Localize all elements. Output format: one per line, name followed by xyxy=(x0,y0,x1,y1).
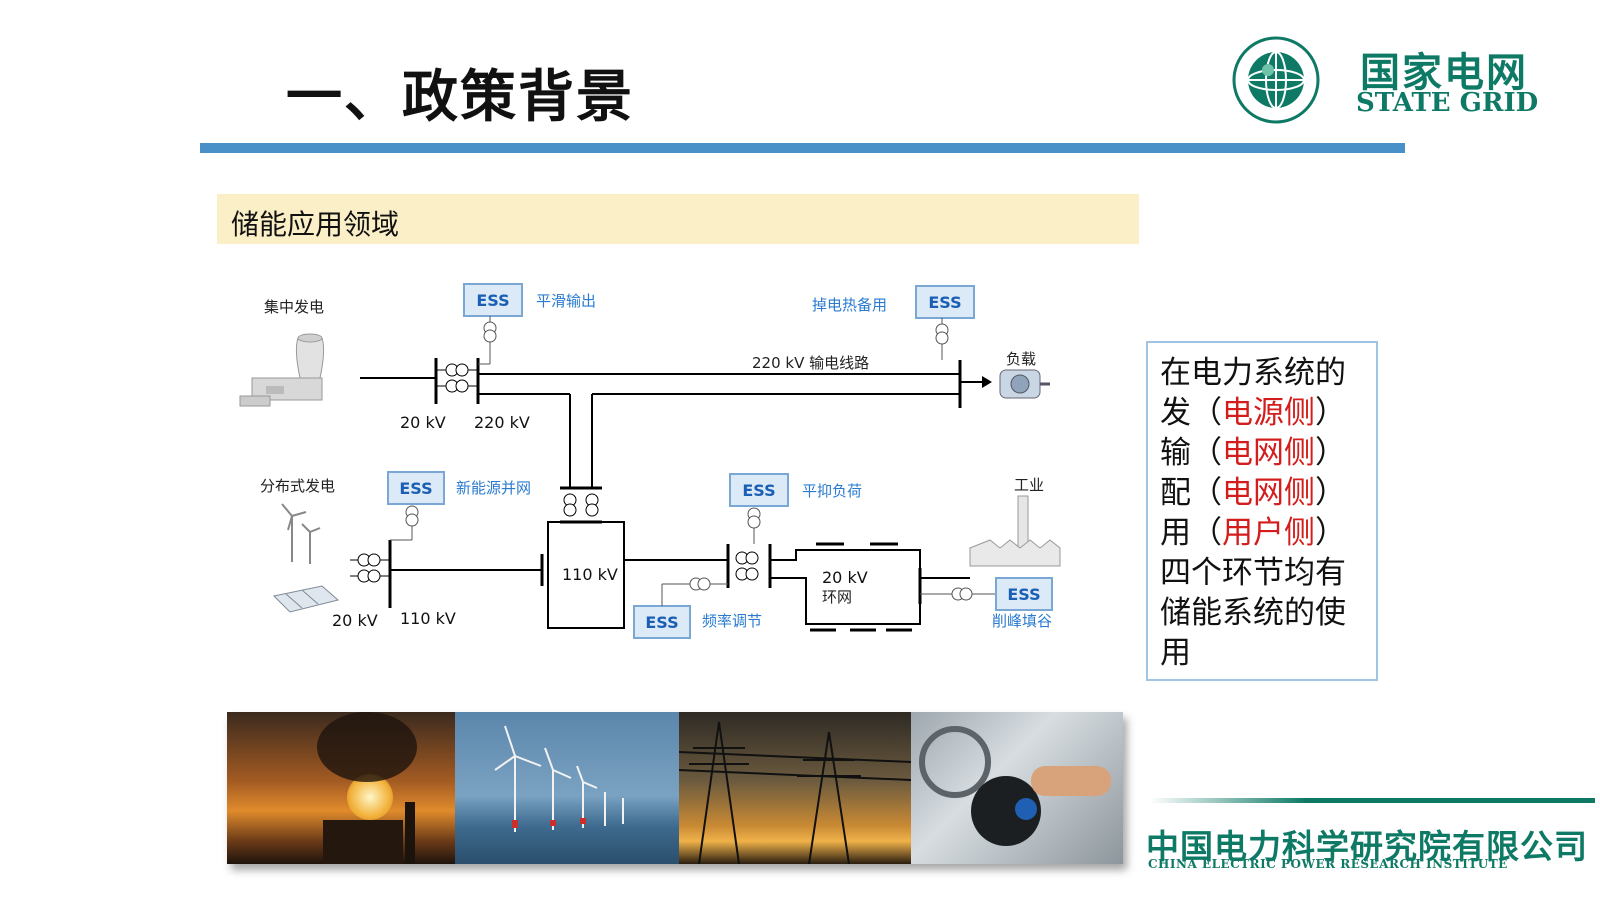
kv-20-bottom: 20 kV xyxy=(332,611,378,630)
svg-text:ESS: ESS xyxy=(476,291,509,310)
transformer-icon xyxy=(735,551,759,581)
renewable-grid-label: 新能源并网 xyxy=(456,479,531,497)
svg-text:ESS: ESS xyxy=(742,481,775,500)
motor-icon xyxy=(999,369,1050,399)
offshore-wind-image xyxy=(455,712,679,864)
solar-panel-icon xyxy=(272,585,340,613)
cepri-name-en: CHINA ELECTRIC POWER RESEARCH INSTITUTE xyxy=(1148,857,1508,871)
load-label: 负载 xyxy=(1006,350,1036,368)
logo-text-cn: 国家电网 xyxy=(1360,50,1528,96)
arrow-icon xyxy=(982,376,992,388)
title-divider xyxy=(200,143,1405,153)
svg-text:ESS: ESS xyxy=(928,293,961,312)
summary-line-4: 配（电网侧） xyxy=(1160,475,1346,511)
ess-box-smooth: ESS xyxy=(463,283,523,365)
summary-line-3: 输（电网侧） xyxy=(1160,435,1346,471)
freq-reg-label: 频率调节 xyxy=(702,612,762,630)
state-grid-logo: 国家电网 STATE GRID xyxy=(1230,34,1540,124)
svg-text:ESS: ESS xyxy=(1007,585,1040,604)
central-gen-label: 集中发电 xyxy=(264,298,324,316)
distributed-gen-label: 分布式发电 xyxy=(260,477,335,495)
photo-strip xyxy=(227,712,1123,865)
kv-20-ring: 20 kV xyxy=(822,568,868,587)
globe-icon xyxy=(1232,36,1320,124)
ring-network xyxy=(770,542,921,632)
svg-text:ESS: ESS xyxy=(399,479,432,498)
coal-plant-image xyxy=(227,712,455,864)
transmission-tower-image xyxy=(678,712,912,865)
grid-diagram: 集中发电 20 kV 220 kV ESS 平滑输出 220 kV 输电线路 E… xyxy=(239,283,1061,639)
ess-box-backup: ESS xyxy=(915,285,975,360)
transformer-icon xyxy=(350,553,390,583)
summary-box: 在电力系统的 发（电源侧） 输（电网侧） 配（电网侧） 用（用户侧） 四个环节均… xyxy=(1146,341,1378,681)
ev-charging-image xyxy=(911,712,1123,864)
svg-text:ESS: ESS xyxy=(645,613,678,632)
ring-net-label: 环网 xyxy=(822,588,852,606)
section-header: 储能应用领域 xyxy=(217,194,1139,244)
summary-line-1: 在电力系统的 xyxy=(1160,355,1346,391)
outage-backup-label: 掉电热备用 xyxy=(812,296,887,314)
wind-turbine-icon xyxy=(281,503,321,564)
power-plant-icon xyxy=(239,333,325,407)
kv110-node xyxy=(547,521,625,629)
summary-line-7: 储能系统的使 xyxy=(1160,595,1346,631)
logo-text-en: STATE GRID xyxy=(1356,88,1539,118)
cepri-name-cn: 中国电力科学研究院有限公司 xyxy=(1146,827,1588,866)
kv-110-center: 110 kV xyxy=(562,565,618,584)
transformer-icon xyxy=(436,363,478,393)
factory-icon xyxy=(969,495,1061,567)
peak-valley-label: 削峰填谷 xyxy=(992,612,1052,630)
line-220-label: 220 kV 输电线路 xyxy=(752,354,869,372)
kv-20-top: 20 kV xyxy=(400,413,446,432)
kv-220: 220 kV xyxy=(474,413,530,432)
smooth-output-label: 平滑输出 xyxy=(536,292,596,310)
industry-label: 工业 xyxy=(1014,476,1044,494)
summary-line-2: 发（电源侧） xyxy=(1160,395,1346,431)
summary-line-5: 用（用户侧） xyxy=(1160,515,1346,551)
summary-line-8: 用 xyxy=(1160,635,1191,671)
summary-line-6: 四个环节均有 xyxy=(1160,555,1346,591)
transformer-icon xyxy=(563,493,599,517)
ess-box-suppress: ESS xyxy=(729,473,789,544)
ess-box-renewable: ESS xyxy=(387,471,445,541)
page-title: 一、政策背景 xyxy=(286,65,634,130)
footer-accent-line xyxy=(1150,798,1595,803)
ess-box-frequency: ESS xyxy=(633,577,728,639)
ess-box-peak: ESS xyxy=(995,577,1053,611)
load-suppress-label: 平抑负荷 xyxy=(802,482,862,500)
section-label: 储能应用领域 xyxy=(231,208,400,241)
kv-110-bottom: 110 kV xyxy=(400,609,456,628)
